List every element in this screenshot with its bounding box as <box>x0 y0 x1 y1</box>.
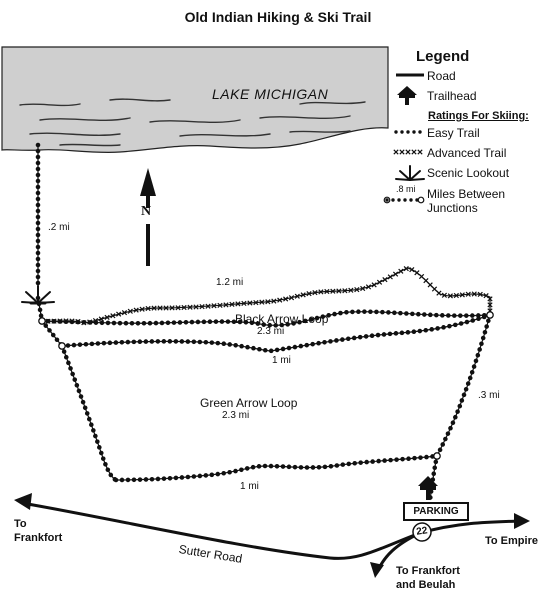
north-arrow <box>140 168 156 266</box>
black-arrow-loop-distance: 2.3 mi <box>257 326 285 337</box>
legend-miles-between-2: Junctions <box>427 201 478 215</box>
legend-trailhead-icon <box>397 86 417 105</box>
route-22-shield: 22 <box>411 521 434 544</box>
lg-adv-marks <box>393 149 423 155</box>
lg-easy-marks <box>394 130 422 134</box>
frankfort-beulah-label-2: and Beulah <box>396 579 456 591</box>
black-arrow-loop-label: Black Arrow Loop <box>235 312 329 326</box>
t-middle-marks <box>59 312 493 354</box>
spur-distance-label: .2 mi <box>48 222 70 233</box>
legend-advanced-label: Advanced Trail <box>427 146 507 160</box>
green-arrow-loop-distance: 2.3 mi <box>222 410 250 421</box>
parking-sign: PARKING <box>403 502 469 521</box>
sutter-road <box>21 501 523 560</box>
legend-easy-label: Easy Trail <box>427 126 480 140</box>
trail-network <box>35 142 493 501</box>
lake-label: LAKE MICHIGAN <box>212 86 329 102</box>
legend-ratings-heading: Ratings For Skiing: <box>428 110 529 122</box>
legend-miles-between-1: Miles Between <box>427 187 506 201</box>
route-number: 22 <box>415 525 429 538</box>
legend-title: Legend <box>416 48 470 65</box>
map-title: Old Indian Hiking & Ski Trail <box>184 9 372 25</box>
lake-michigan-water <box>1 46 389 153</box>
frankfort-label: Frankfort <box>14 532 63 544</box>
lg-miles-marks <box>385 198 419 202</box>
bottom-distance-label: 1 mi <box>240 481 259 492</box>
route-shield-icon <box>412 522 432 542</box>
beulah-arrow <box>370 562 384 578</box>
legend-lookout-label: Scenic Lookout <box>427 166 510 180</box>
t-outer-marks <box>39 266 493 326</box>
scenic-lookout-icon <box>21 285 55 305</box>
outer-top-distance-label: 1.2 mi <box>216 277 244 288</box>
t-left-lower-marks <box>59 343 118 482</box>
t-right-marks <box>435 312 493 458</box>
lake-waves <box>19 98 366 147</box>
legend-road-label: Road <box>427 69 456 83</box>
trailhead-icon <box>418 476 438 500</box>
legend-miles-sample: .8 mi <box>396 184 416 194</box>
t-bottom-marks <box>113 454 435 483</box>
frankfort-beulah-label-1: To Frankfort <box>396 565 460 577</box>
green-arrow-loop-label: Green Arrow Loop <box>200 396 298 410</box>
frankfort-arrow <box>14 493 32 510</box>
empire-arrow <box>514 513 530 529</box>
junctions <box>38 311 494 460</box>
north-label: N <box>141 204 152 219</box>
right-side-distance-label: .3 mi <box>478 390 500 401</box>
t-spur-marks <box>35 142 41 286</box>
empire-label: To Empire <box>485 535 538 547</box>
legend-trailhead-label: Trailhead <box>427 89 477 103</box>
middle-distance-label: 1 mi <box>272 355 291 366</box>
legend-symbols <box>383 73 425 204</box>
legend-scenic-lookout-icon <box>395 165 425 181</box>
frankfort-to-label: To <box>14 518 27 530</box>
